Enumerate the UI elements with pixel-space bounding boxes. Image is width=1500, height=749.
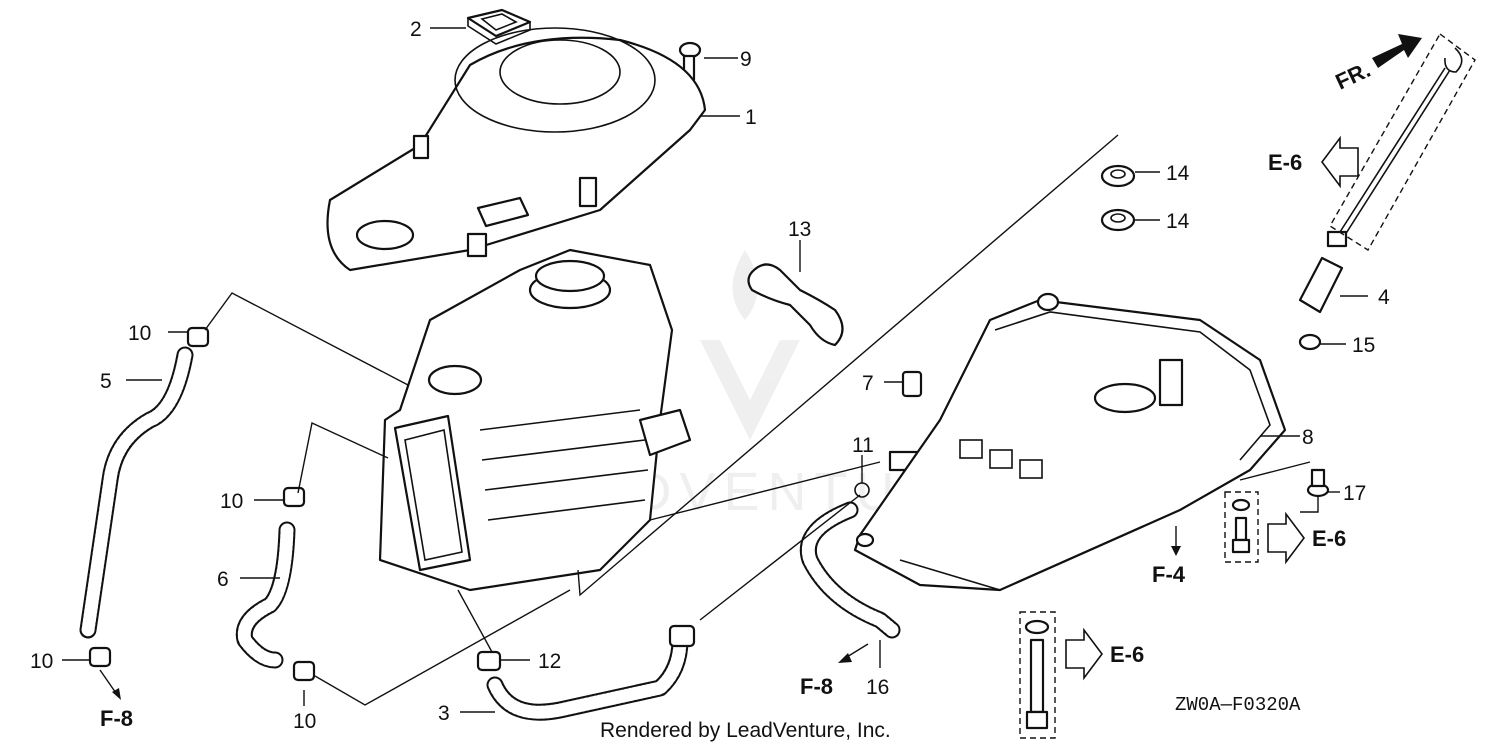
callout-17: 17 [1343,482,1366,505]
part-12-clamp[interactable] [476,650,502,672]
ref-f8-left: F-8 [100,706,133,731]
part-4-guide-tube[interactable] [1298,256,1344,314]
engine-block[interactable] [378,248,692,592]
callout-3: 3 [438,702,450,725]
part-17-screw[interactable] [1306,468,1330,498]
callout-4: 4 [1378,286,1390,309]
callout-10-d: 10 [293,710,316,733]
callout-14-a: 14 [1166,162,1190,185]
render-credit: Rendered by LeadVenture, Inc. [600,719,891,742]
part-8-oil-case[interactable] [853,292,1287,592]
part-5-hose[interactable] [79,346,194,639]
ref-front: FR. [1332,57,1375,95]
ref-f4: F-4 [1152,562,1186,587]
arrow-front [1372,34,1422,68]
callout-5: 5 [100,370,112,393]
callout-9: 9 [740,48,752,71]
diagram-code: ZW0A—F0320A [1175,694,1301,716]
part-10-clamp-d[interactable] [292,660,316,682]
callout-11: 11 [852,434,874,457]
part-10-clamp-b[interactable] [282,486,306,508]
part-10-clamp-a[interactable] [186,326,210,348]
callout-14-b: 14 [1166,210,1190,233]
part-3-hose[interactable] [486,624,696,721]
part-6-hose[interactable] [235,521,296,669]
arrow-e6-bottom [1065,627,1103,681]
part-15-o-ring[interactable] [1298,333,1322,351]
part-14-seal-bottom[interactable] [1100,208,1136,232]
callout-10-a: 10 [128,322,151,345]
bolt-group-bottom[interactable] [1019,611,1056,739]
callout-13: 13 [788,218,811,241]
callout-1: 1 [745,106,757,129]
arrow-e6-top [1321,135,1359,189]
callout-16: 16 [866,676,889,699]
reference-labels: E-6 E-6 E-6 F-4 F-8 F-8 FR. [100,57,1374,731]
bolt-group-mid[interactable] [1224,491,1259,563]
leader-lines [62,27,1368,713]
callout-10-b: 10 [220,490,243,513]
guide-lines [204,134,1319,706]
part-13-gasket[interactable] [747,263,844,347]
ref-e6-bottom: E-6 [1110,642,1144,667]
arrow-f4 [1171,526,1181,556]
callout-labels: 1 2 3 4 5 6 7 8 9 10 10 10 10 11 12 13 1… [30,18,1390,733]
part-7-clip[interactable] [901,370,923,398]
callout-8: 8 [1302,426,1314,449]
callout-15: 15 [1352,334,1375,357]
callout-12: 12 [538,650,561,673]
arrow-e6-mid [1267,511,1305,565]
ref-e6-mid: E-6 [1312,526,1346,551]
callout-7: 7 [862,372,874,395]
callout-2: 2 [410,18,422,41]
arrow-f8-mid [838,643,869,663]
callout-10-c: 10 [30,650,53,673]
callout-6: 6 [217,568,229,591]
part-14-seal-top[interactable] [1100,164,1136,188]
dipstick[interactable] [1326,32,1476,251]
arrow-f8-left [99,669,121,700]
part-10-clamp-c[interactable] [88,646,112,668]
ref-e6-top: E-6 [1268,150,1302,175]
ref-f8-mid: F-8 [800,674,833,699]
part-2-grommet[interactable] [466,8,532,45]
part-1-cover[interactable] [326,27,707,272]
